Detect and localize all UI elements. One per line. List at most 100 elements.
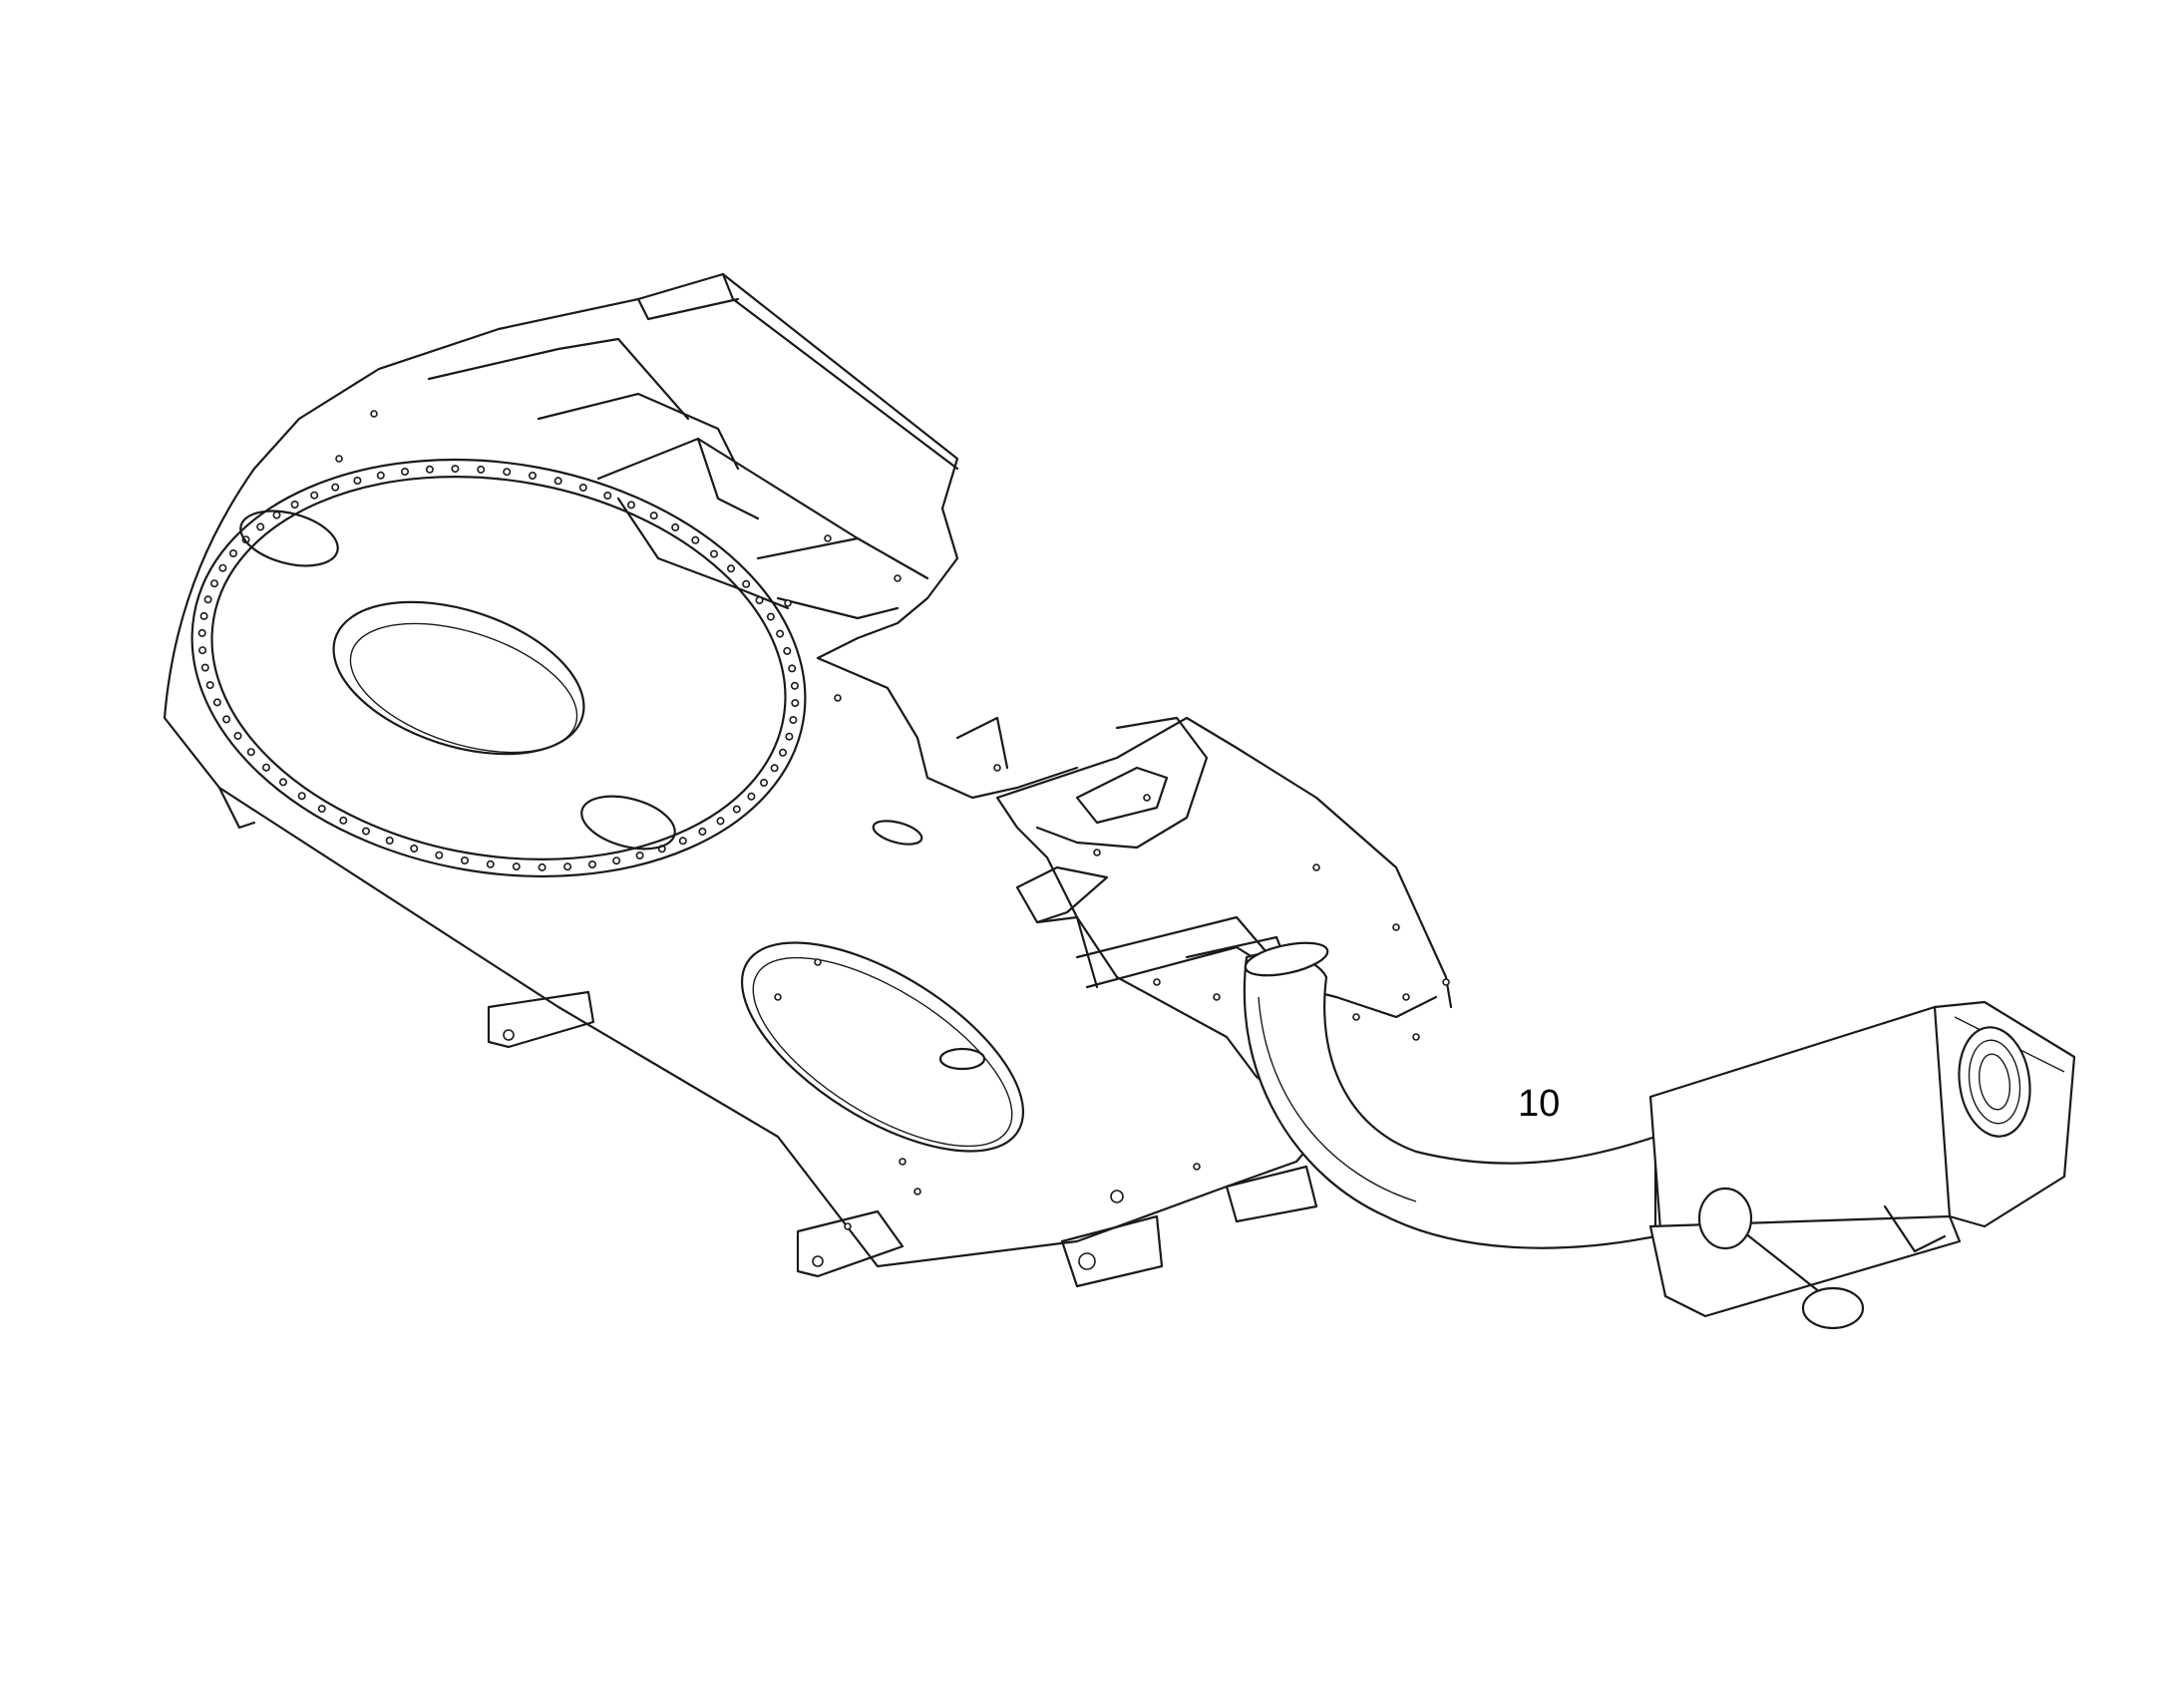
bolt-hole <box>317 805 326 814</box>
fastener <box>1442 978 1450 986</box>
bolt-hole <box>310 491 319 500</box>
bolt-hole <box>759 778 768 787</box>
fastener <box>913 1188 921 1196</box>
bolt-hole <box>538 862 546 871</box>
fastener-dots <box>335 410 1450 1230</box>
bolt-hole <box>742 579 751 588</box>
bolt-hole <box>246 748 255 757</box>
bolt-hole <box>553 477 562 486</box>
fastener <box>814 958 822 966</box>
bolt-hole <box>198 646 207 655</box>
bolt-hole <box>261 763 270 772</box>
bolt-hole <box>297 792 306 801</box>
bolt-hole <box>272 511 281 519</box>
bolt-hole <box>563 862 572 871</box>
bolt-hole <box>400 467 409 476</box>
fastener <box>1143 794 1151 802</box>
fastener <box>1352 1013 1360 1021</box>
bolt-hole <box>709 549 718 558</box>
bolt-hole <box>203 595 212 604</box>
flange-bolt-holes <box>197 465 800 871</box>
fastener <box>1213 993 1221 1001</box>
bolt-hole <box>361 827 370 836</box>
fastener <box>1193 1163 1201 1171</box>
bolt-hole <box>678 837 687 846</box>
fastener <box>894 574 902 582</box>
bolt-hole <box>612 856 621 865</box>
bolt-hole <box>649 512 658 520</box>
bolt-hole <box>528 471 537 480</box>
bolt-hole <box>256 522 265 531</box>
bolt-hole <box>788 664 797 673</box>
bolt-hole <box>785 732 794 741</box>
bolt-hole <box>587 859 596 868</box>
bolt-hole <box>339 816 348 825</box>
bolt-hole <box>212 698 221 707</box>
bolt-hole <box>460 855 469 864</box>
bolt-hole <box>205 681 214 690</box>
mid-frame <box>816 656 1438 1019</box>
bolt-hole <box>197 628 206 637</box>
fastener <box>1312 863 1320 871</box>
fastener <box>370 410 378 418</box>
curved-duct <box>1243 941 1657 1249</box>
bolt-hole <box>210 579 219 588</box>
bolt-hole <box>233 731 242 740</box>
bolt-hole <box>755 595 764 604</box>
bolt-hole <box>716 817 725 826</box>
ring-flange <box>190 458 807 878</box>
fastener <box>774 993 782 1001</box>
fastener <box>844 1222 852 1230</box>
bolt-hole <box>486 859 495 868</box>
fastener <box>335 455 343 463</box>
bolt-hole <box>726 564 735 573</box>
bolt-hole <box>199 611 208 620</box>
bolt-hole <box>290 500 299 509</box>
bolt-hole <box>770 764 779 773</box>
bolt-hole <box>789 716 798 725</box>
fastener <box>993 764 1001 772</box>
fastener <box>1153 978 1161 986</box>
bolt-hole <box>435 851 444 859</box>
main-frame <box>163 272 1453 1268</box>
bolt-hole <box>626 501 635 510</box>
bolt-hole <box>425 465 434 474</box>
bolt-hole <box>229 548 238 557</box>
bolt-hole <box>353 476 362 485</box>
bolt-hole <box>218 563 227 572</box>
fastener <box>1412 1033 1420 1041</box>
fastener <box>834 694 842 702</box>
bolt-hole <box>747 792 756 801</box>
bolt-hole <box>331 483 340 492</box>
bolt-hole <box>791 699 800 708</box>
bolt-hole <box>578 483 587 492</box>
bolt-hole <box>778 748 787 757</box>
bolt-hole <box>376 471 385 480</box>
mounting-brackets <box>217 786 1318 1288</box>
bolt-hole <box>410 844 419 853</box>
bolt-hole <box>671 522 680 531</box>
bolt-hole <box>477 465 486 474</box>
bolt-hole <box>776 629 785 638</box>
bolt-hole <box>635 851 644 859</box>
bolt-hole <box>278 778 287 787</box>
bolt-hole <box>512 862 521 871</box>
bolt-hole <box>222 715 231 724</box>
bolt-hole <box>691 535 700 544</box>
bolt-hole <box>698 827 707 836</box>
callout-label-10: 10 <box>1518 1083 1561 1125</box>
bolt-hole <box>783 646 792 655</box>
bolt-hole <box>790 681 799 690</box>
bolt-hole <box>200 663 209 672</box>
bolt-hole <box>385 836 394 845</box>
fastener <box>1392 923 1400 931</box>
fastener <box>784 599 792 607</box>
bolt-hole <box>766 612 775 621</box>
fastener <box>1402 993 1410 1001</box>
oval-cutouts <box>239 510 1025 1153</box>
bolt-hole <box>603 491 612 500</box>
bolt-hole <box>732 805 741 814</box>
bolt-hole <box>503 468 512 477</box>
fastener <box>824 534 832 542</box>
